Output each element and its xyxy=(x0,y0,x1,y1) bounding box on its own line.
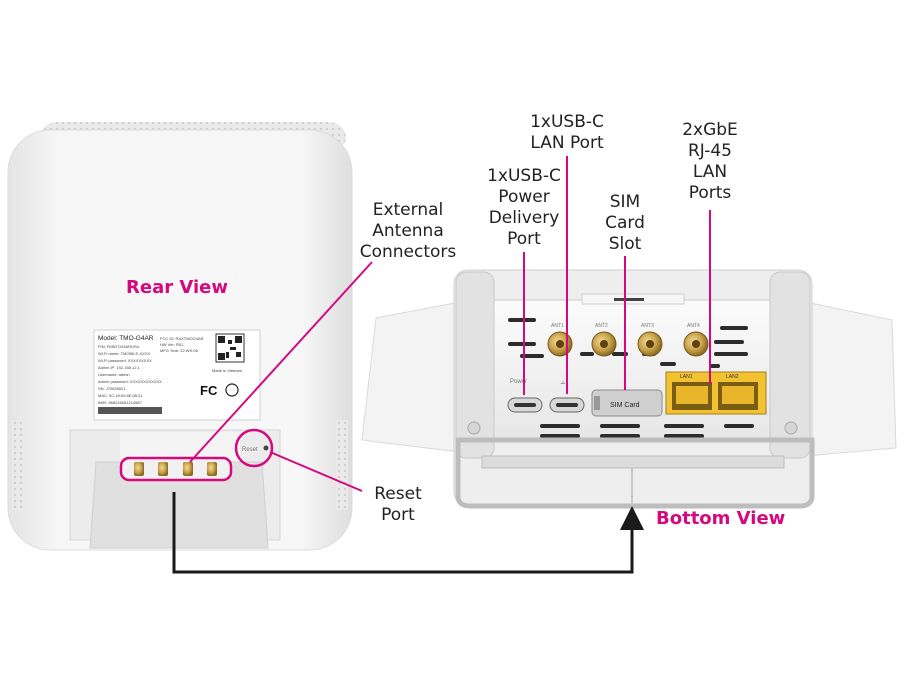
stand-cross-bar xyxy=(481,455,785,469)
label-imei: IMEI: 868245061214587 xyxy=(98,400,143,405)
bottom-view-title: Bottom View xyxy=(656,508,786,529)
label-made-in: Made in Vietnam xyxy=(212,368,243,373)
antenna-label-1: ANT1 xyxy=(551,323,564,329)
label-hw-ver: HW Ver: R01 xyxy=(160,342,184,347)
antenna-label-2: ANT2 xyxy=(595,323,608,329)
power-marking: Power xyxy=(510,379,527,385)
flow-arrow-line xyxy=(172,492,634,574)
usbc-power-callout: 1xUSB-C Power Delivery Port xyxy=(487,166,561,249)
label-admin-ip: Admin IP: 192.168.12.1 xyxy=(98,365,141,370)
label-admin-password: Admin password: XXXXXXXXXXXX xyxy=(98,379,162,384)
reset-leader xyxy=(269,451,363,492)
bottom-antenna-connectors: ANT1 ANT2 ANT3 ANT4 xyxy=(547,323,709,357)
label-wifi-name: Wi-Fi name: TMOBILE-XXXX xyxy=(98,351,150,356)
flow-arrow-head xyxy=(620,506,644,530)
label-model: Model: TMO-G4AR xyxy=(98,335,154,342)
lan-label-2: LAN2 xyxy=(726,374,739,380)
rear-view-title: Rear View xyxy=(126,277,228,298)
label-fcc-id: FCC ID: RAXTMOG4AR xyxy=(160,336,204,341)
sim-card-slot xyxy=(591,389,663,417)
rear-antenna-connector xyxy=(183,462,193,476)
leader-lines xyxy=(189,156,711,492)
rear-device: Model: TMO-G4AR P/N: FMNTG04ARUSU Wi-Fi … xyxy=(7,122,353,551)
antenna-label-4: ANT4 xyxy=(687,323,700,329)
top-tab-slot xyxy=(614,298,644,301)
flow-arrow xyxy=(172,492,644,574)
label-mfg-year: MFG Year: 22.WK.06 xyxy=(160,348,199,353)
lan-callout: 2xGbE RJ-45 LAN Ports xyxy=(682,120,738,203)
label-barcode xyxy=(98,407,162,414)
bottom-stand xyxy=(455,437,815,509)
lan-label-1: LAN1 xyxy=(680,374,693,380)
product-info-sticker: Model: TMO-G4AR P/N: FMNTG04ARUSU Wi-Fi … xyxy=(93,329,261,421)
sim-callout: SIM Card Slot xyxy=(605,192,645,254)
port-panel xyxy=(493,299,771,441)
label-mac: MAC: 5C:18:00:6E:08:21 xyxy=(98,393,143,398)
rj45-port xyxy=(718,382,758,410)
reset-port-highlight xyxy=(234,428,274,468)
right-fin xyxy=(805,301,897,457)
screw xyxy=(784,421,798,435)
screw xyxy=(467,421,481,435)
rear-antenna-plate xyxy=(119,456,233,482)
antenna-leader xyxy=(189,261,373,463)
antenna-callout: External Antenna Connectors xyxy=(359,200,457,262)
antenna-label-3: ANT3 xyxy=(641,323,654,329)
rj45-port xyxy=(672,382,712,410)
reset-callout: Reset Port xyxy=(374,484,422,525)
label-wifi-password: Wi-Fi password: XXXXXXXXX xyxy=(98,358,152,363)
reset-pinhole xyxy=(263,445,269,451)
usbc-lan-callout: 1xUSB-C LAN Port xyxy=(530,112,604,153)
rear-antenna-connector xyxy=(158,462,168,476)
label-username: Username: admin xyxy=(98,372,130,377)
qr-code xyxy=(215,333,245,363)
ul-mark xyxy=(225,383,239,397)
fc-mark: FC xyxy=(200,383,218,398)
reset-marking: Reset xyxy=(242,447,258,453)
rear-antenna-connector xyxy=(207,462,217,476)
sim-slot-label: SIM Card xyxy=(610,402,640,409)
label-sn: SN: J70828021 xyxy=(98,386,126,391)
label-pn: P/N: FMNTG04ARUSU xyxy=(98,344,140,349)
rear-left-vent xyxy=(12,420,26,510)
bottom-device: ANT1 ANT2 ANT3 ANT4 Power ⫠ SIM Card LAN… xyxy=(361,269,897,509)
rear-right-vent xyxy=(336,420,348,510)
usb-symbol: ⫠ xyxy=(560,377,566,387)
rear-antenna-connector xyxy=(134,462,144,476)
left-fin xyxy=(361,301,461,453)
